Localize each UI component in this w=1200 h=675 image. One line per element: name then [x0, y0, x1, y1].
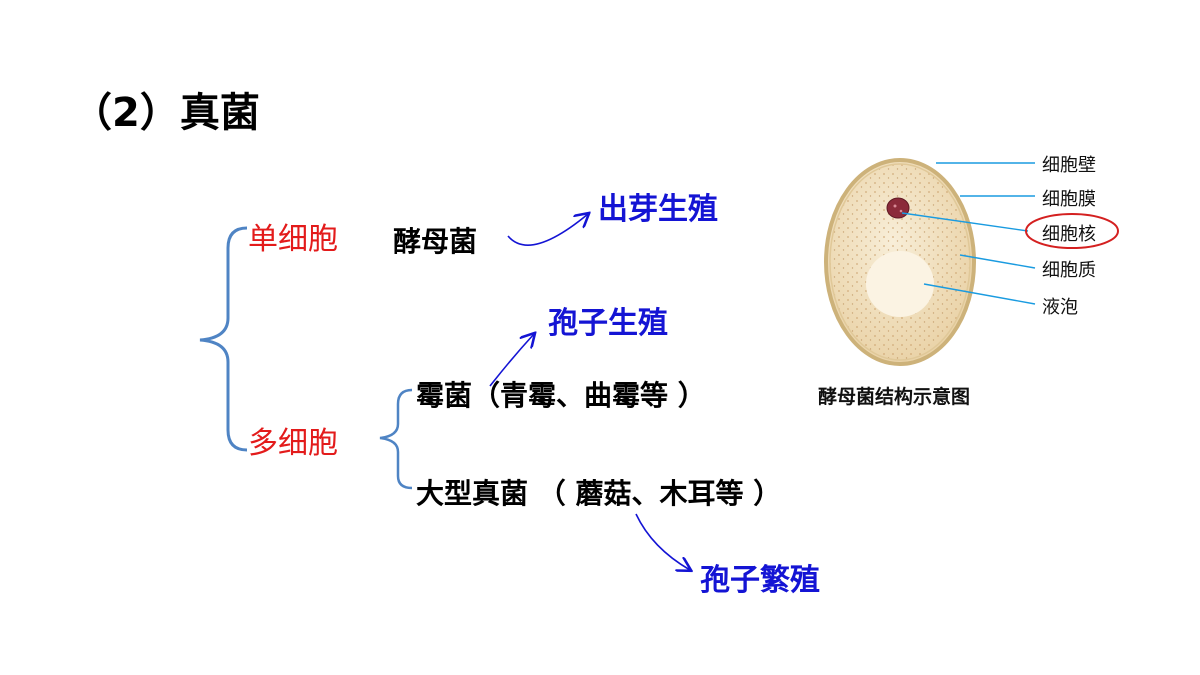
cytoplasm-label: 细胞质	[1042, 260, 1096, 281]
cytoplasm-leader	[959, 254, 1036, 269]
outer-brace	[199, 226, 248, 452]
unicellular-label: 单细胞	[248, 222, 338, 257]
page-title: （2）真菌	[72, 90, 260, 136]
budding-arrow	[507, 214, 588, 246]
multicellular-label: 多细胞	[248, 426, 338, 461]
nucleus-shape	[886, 197, 910, 219]
vacuole-label: 液泡	[1042, 297, 1078, 318]
large-fungi-spore-arrow	[635, 513, 690, 570]
budding-reproduction-label: 出芽生殖	[598, 192, 718, 227]
nucleus-label: 细胞核	[1042, 224, 1096, 245]
cell-membrane-label: 细胞膜	[1042, 189, 1096, 210]
inner-brace	[379, 388, 413, 490]
cell-wall-label: 细胞壁	[1042, 155, 1096, 176]
mold-spore-arrow	[489, 334, 534, 387]
yeast-figure-caption: 酵母菌结构示意图	[818, 386, 971, 408]
vacuole-shape	[866, 251, 934, 317]
nucleus-highlight-circle	[1025, 213, 1119, 249]
nucleus-leader	[901, 212, 1029, 232]
mold-spore-reproduction-label: 孢子生殖	[548, 306, 668, 341]
spore-propagation-label: 孢子繁殖	[700, 563, 820, 598]
yeast-label: 酵母菌	[393, 225, 478, 258]
yeast-cell	[824, 158, 976, 366]
mold-label: 霉菌（青霉、曲霉等 ）	[416, 379, 706, 412]
large-fungi-label: 大型真菌 （ 蘑菇、木耳等 ）	[416, 477, 782, 510]
vacuole-leader	[923, 283, 1036, 305]
